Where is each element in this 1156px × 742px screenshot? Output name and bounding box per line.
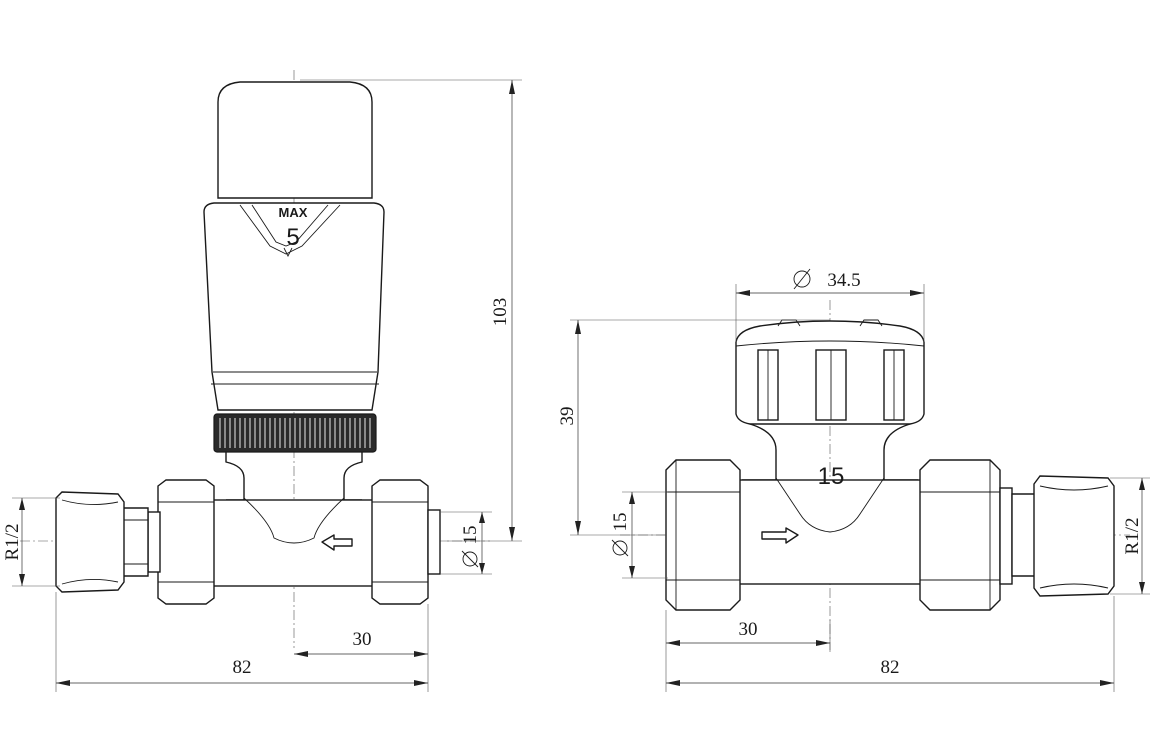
- dim-height-39-text: 39: [557, 407, 578, 426]
- knurled-ring: [213, 413, 377, 453]
- dim-r12-left-text: R1/2: [2, 524, 23, 561]
- dim-offset-30-left: 30: [294, 604, 429, 664]
- dim-overall-82-left: 82: [55, 592, 429, 692]
- flow-arrow-right: [761, 527, 799, 544]
- setting-number: 5: [286, 224, 299, 251]
- lockshield-cap: [735, 319, 925, 425]
- dim-diameter-15-left-text: 15: [460, 526, 481, 545]
- left-hex-nut-left-view: [121, 479, 215, 605]
- tailpiece-left-view: [55, 491, 125, 593]
- dim-offset-30-right-text: 30: [739, 619, 758, 640]
- body-marking: 15: [818, 463, 845, 490]
- dim-offset-30-left-text: 30: [353, 629, 372, 650]
- dim-height-103-text: 103: [490, 298, 511, 327]
- left-view-thermostatic-valve: MAX 5: [2, 70, 522, 692]
- neck: [225, 452, 363, 501]
- dim-r12-left: R1/2: [2, 497, 60, 587]
- max-label: MAX: [279, 205, 308, 220]
- dim-height-39: 39: [557, 319, 830, 536]
- right-hex-nut-right-view: [919, 459, 1037, 611]
- dim-overall-82-left-text: 82: [233, 657, 252, 678]
- dim-r12-right: R1/2: [1110, 477, 1150, 595]
- dim-offset-30-right: 30: [665, 610, 831, 652]
- dim-diameter-15-right: 15: [610, 491, 668, 579]
- thermostatic-head: MAX 5: [203, 81, 385, 411]
- dim-diameter-34-5-text: 34.5: [827, 270, 860, 291]
- flow-arrow-left: [321, 534, 353, 551]
- tailpiece-right-view: [1033, 475, 1115, 597]
- left-hex-nut-right-view: [665, 459, 741, 611]
- dim-r12-right-text: R1/2: [1122, 518, 1143, 555]
- dim-diameter-34-5: 34.5: [735, 268, 925, 342]
- dim-diameter-15-right-text: 15: [610, 513, 631, 532]
- head-body: [203, 202, 385, 411]
- dim-diameter-15-left: 15: [440, 511, 492, 575]
- valve-body: [211, 497, 375, 587]
- cap-neck: [742, 423, 918, 481]
- right-valve-body: 15: [737, 463, 923, 585]
- dim-overall-82-right: 82: [665, 596, 1115, 692]
- dim-overall-82-right-text: 82: [881, 657, 900, 678]
- right-hex-nut-left-view: [371, 479, 441, 605]
- dim-height-103: 103: [300, 79, 522, 542]
- head-cap-top: [217, 81, 373, 199]
- right-view-lockshield-valve: 15: [557, 268, 1150, 692]
